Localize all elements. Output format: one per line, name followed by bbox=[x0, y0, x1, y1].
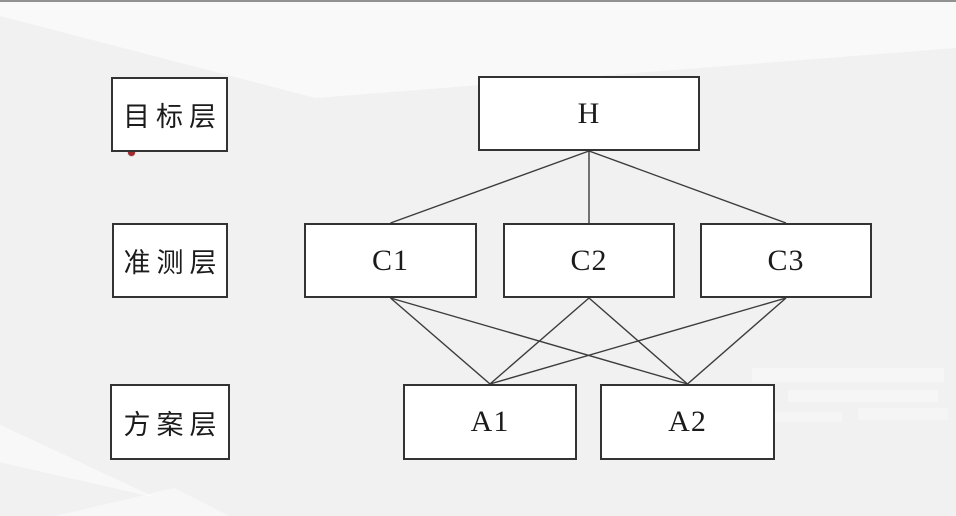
edge-C2-A1 bbox=[489, 297, 590, 385]
edge-H-C1 bbox=[390, 150, 590, 224]
red-dot-marker bbox=[127, 148, 135, 156]
edge-C1-A1 bbox=[390, 297, 491, 385]
edge-C3-A1 bbox=[489, 297, 787, 385]
edge-H-C3 bbox=[588, 150, 787, 224]
diagram-node-H: H bbox=[478, 76, 700, 151]
node-label: 目标层 bbox=[123, 102, 222, 132]
diagram-node-C2: C2 bbox=[503, 223, 675, 298]
node-label: C1 bbox=[371, 243, 409, 277]
node-label: A2 bbox=[668, 405, 707, 438]
node-label: C3 bbox=[767, 243, 805, 277]
diagram-node-A2: A2 bbox=[600, 384, 775, 460]
diagram-node-C3: C3 bbox=[700, 223, 872, 298]
criteria-layer-label: 准测层 bbox=[112, 223, 228, 298]
node-label: A1 bbox=[470, 405, 510, 438]
node-label: H bbox=[577, 96, 601, 130]
window-top-edge bbox=[0, 0, 956, 2]
goal-layer-label: 目标层 bbox=[111, 77, 228, 152]
node-label: 方案层 bbox=[123, 409, 223, 440]
node-label: C2 bbox=[570, 243, 608, 277]
node-label: 准测层 bbox=[123, 248, 223, 278]
edge-C3-A2 bbox=[687, 297, 787, 385]
diagram-node-C1: C1 bbox=[304, 223, 477, 298]
diagram-node-A1: A1 bbox=[403, 384, 577, 460]
alternative-layer-label: 方案层 bbox=[110, 384, 230, 460]
